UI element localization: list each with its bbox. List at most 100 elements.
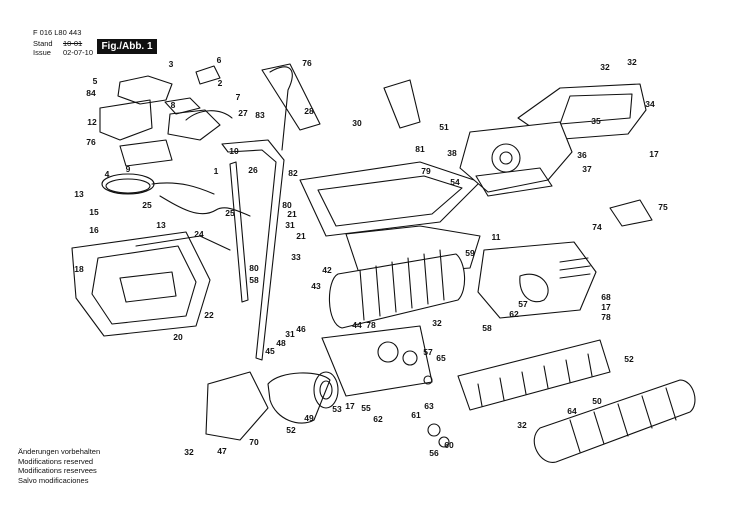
callout-78: 78 <box>601 312 611 322</box>
callout-58: 58 <box>249 275 259 285</box>
callout-75: 75 <box>658 202 668 212</box>
callout-46: 46 <box>296 324 306 334</box>
callout-37: 37 <box>582 164 592 174</box>
callout-61: 61 <box>411 410 421 420</box>
callout-16: 16 <box>89 225 99 235</box>
callout-18: 18 <box>74 264 84 274</box>
callout-53: 53 <box>332 404 342 414</box>
callout-58: 58 <box>482 323 492 333</box>
callout-57: 57 <box>518 299 528 309</box>
callout-30: 30 <box>352 118 362 128</box>
callout-62: 62 <box>373 414 383 424</box>
callout-52: 52 <box>624 354 634 364</box>
callout-38: 38 <box>447 148 457 158</box>
callout-80: 80 <box>282 200 292 210</box>
callout-21: 21 <box>296 231 306 241</box>
callout-56: 56 <box>429 448 439 458</box>
callout-26: 26 <box>248 165 258 175</box>
callout-12: 12 <box>87 117 97 127</box>
callout-22: 22 <box>204 310 214 320</box>
callout-32: 32 <box>600 62 610 72</box>
callout-8: 8 <box>171 100 176 110</box>
callout-25: 25 <box>142 200 152 210</box>
callout-76: 76 <box>86 137 96 147</box>
callout-27: 27 <box>238 108 248 118</box>
note-line-fr: Modifications reservees <box>18 466 97 476</box>
callout-50: 50 <box>592 396 602 406</box>
callout-31: 31 <box>285 220 295 230</box>
callout-52: 52 <box>286 425 296 435</box>
note-line-en: Modifications reserved <box>18 456 94 466</box>
callout-51: 51 <box>439 122 449 132</box>
callout-63: 63 <box>424 401 434 411</box>
callout-54: 54 <box>450 177 460 187</box>
callout-47: 47 <box>217 446 227 456</box>
callout-31: 31 <box>285 329 295 339</box>
callout-49: 49 <box>304 413 314 423</box>
callout-9: 9 <box>126 164 131 174</box>
callout-83: 83 <box>255 110 265 120</box>
callout-57: 57 <box>423 347 433 357</box>
callout-1: 1 <box>214 166 219 176</box>
callout-11: 11 <box>492 232 501 242</box>
callout-45: 45 <box>265 346 275 356</box>
callout-82: 82 <box>288 168 298 178</box>
callout-15: 15 <box>89 207 99 217</box>
callout-59: 59 <box>465 248 475 258</box>
callout-17: 17 <box>601 302 611 312</box>
callout-62: 62 <box>509 309 519 319</box>
disclaimer-notes: Änderungen vorbehalten Modifications res… <box>18 447 100 485</box>
callout-60: 60 <box>444 440 454 450</box>
callout-21: 21 <box>287 209 297 219</box>
callout-48: 48 <box>276 338 286 348</box>
callout-10: 10 <box>229 146 239 156</box>
callout-25: 25 <box>225 208 235 218</box>
callout-36: 36 <box>577 150 587 160</box>
callout-42: 42 <box>322 265 332 275</box>
callout-13: 13 <box>156 220 166 230</box>
callout-78: 78 <box>366 320 376 330</box>
issue-value: 02-07-10 <box>63 48 94 57</box>
callout-24: 24 <box>194 229 204 239</box>
callout-17: 17 <box>345 401 355 411</box>
callout-34: 34 <box>645 99 655 109</box>
callout-6: 6 <box>217 55 222 65</box>
callout-32: 32 <box>184 447 194 457</box>
callout-68: 68 <box>601 292 611 302</box>
figure-label: Fig./Abb. 1 <box>97 39 157 54</box>
callout-44: 44 <box>352 320 362 330</box>
callout-32: 32 <box>627 57 637 67</box>
issue-label: Issue <box>33 48 51 57</box>
callout-84: 84 <box>86 88 96 98</box>
callout-13: 13 <box>74 189 84 199</box>
callout-79: 79 <box>421 166 431 176</box>
callout-4: 4 <box>105 169 110 179</box>
callout-64: 64 <box>567 406 577 416</box>
callout-28: 28 <box>304 106 314 116</box>
callout-81: 81 <box>415 144 425 154</box>
note-line-de: Änderungen vorbehalten <box>18 447 101 456</box>
stand-value: 10-01 <box>63 39 83 48</box>
callout-80: 80 <box>249 263 259 273</box>
callout-74: 74 <box>592 222 602 232</box>
callout-17: 17 <box>649 149 659 159</box>
callout-5: 5 <box>93 76 98 86</box>
stand-label: Stand <box>33 39 53 48</box>
callout-35: 35 <box>591 116 601 126</box>
callout-3: 3 <box>169 59 174 69</box>
callout-65: 65 <box>436 353 446 363</box>
callout-33: 33 <box>291 252 301 262</box>
callout-76: 76 <box>302 58 312 68</box>
callout-32: 32 <box>517 420 527 430</box>
callout-55: 55 <box>361 403 371 413</box>
part-number: F 016 L80 443 <box>33 28 82 37</box>
note-line-es: Salvo modificaciones <box>18 475 89 485</box>
callout-32: 32 <box>432 318 442 328</box>
callout-70: 70 <box>249 437 259 447</box>
callout-7: 7 <box>236 92 241 102</box>
callout-43: 43 <box>311 281 321 291</box>
callout-20: 20 <box>173 332 183 342</box>
